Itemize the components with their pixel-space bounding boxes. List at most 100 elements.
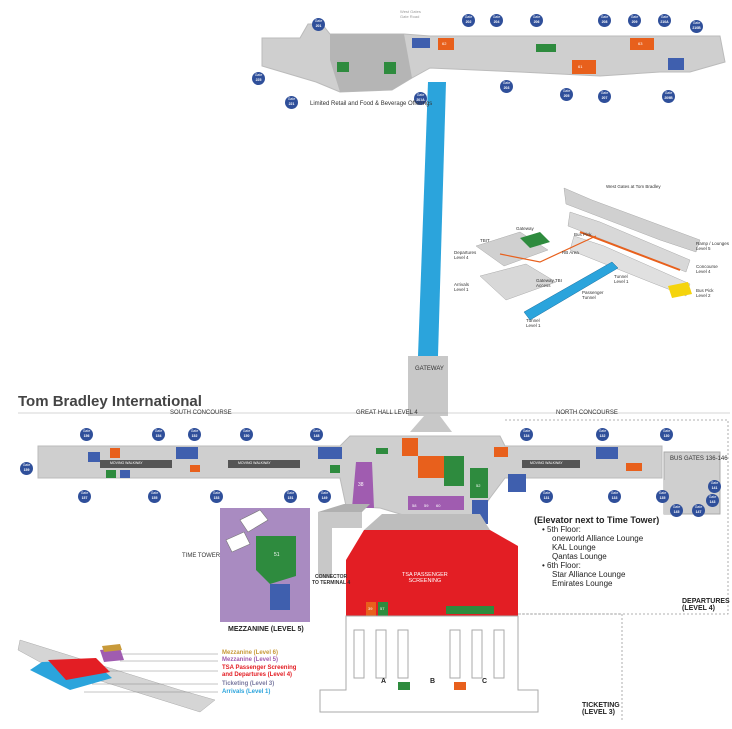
gate-badge-number: 150 <box>243 434 250 438</box>
inset-concourse: Concourse Level 4 <box>696 264 718 274</box>
gate-badge-number: 204 <box>493 20 500 24</box>
gate-badge-number: 141 <box>711 486 718 490</box>
gate-badge-prefix: Gate <box>82 429 91 433</box>
gate-badge-number: 159 <box>23 468 30 472</box>
inset-tunnel: Tunnel Level 1 <box>526 318 541 328</box>
gate-badge-number: 206 <box>533 20 540 24</box>
gate-badge-number: 209B <box>664 96 673 100</box>
north-concourse-label: NORTH CONCOURSE <box>556 410 618 416</box>
lounge-number: 38 <box>358 482 364 488</box>
lounge-number: 52 <box>476 483 481 488</box>
gate-badge-prefix: Gate <box>658 491 667 495</box>
inset-tbit: TBIT <box>480 238 490 243</box>
gate-badge-number: 148 <box>313 434 320 438</box>
gate-badge-prefix: Gate <box>610 491 619 495</box>
gate-badge-prefix: Gate <box>598 429 607 433</box>
main-concourse <box>37 435 663 533</box>
terminal-title: Tom Bradley International <box>18 393 202 410</box>
gate-badge-number: 201 <box>315 24 322 28</box>
departures-label: DEPARTURES (LEVEL 4) <box>682 598 730 612</box>
floor6-heading: 6th Floor: <box>534 561 714 570</box>
gate-badge-prefix: Gate <box>694 505 703 509</box>
ticketing-letter-c: C <box>482 678 488 685</box>
gate-badge-prefix: Gate <box>154 429 163 433</box>
gate-badge-prefix: Gate <box>710 481 719 485</box>
gate-badge-number: 157 <box>81 496 88 500</box>
gate-badge-prefix: Gate <box>212 491 221 495</box>
gate-badge-prefix: Gate <box>254 73 263 77</box>
mezzanine-label: MEZZANINE (LEVEL 5) <box>228 626 304 633</box>
gate-badge-prefix: Gate <box>522 429 531 433</box>
inset-tunnel2: Tunnel Level 1 <box>614 274 629 284</box>
gate-badge-prefix: Gate <box>542 491 551 495</box>
tsa-screening-area <box>346 530 518 616</box>
gate-badge-number: 145 <box>673 510 680 514</box>
gate-badge-prefix: Gate <box>314 19 323 23</box>
ticketing-area <box>319 615 539 713</box>
lounge-number: 60 <box>436 503 441 508</box>
gate-badge-number: 149 <box>321 496 328 500</box>
floor5-item: KAL Lounge <box>552 543 596 552</box>
legend-departures: and Departures (Level 4) <box>222 672 293 678</box>
gate-badge-prefix: Gate <box>492 15 501 19</box>
gate-badge-prefix: Gate <box>80 491 89 495</box>
lounge-number: 63 <box>638 41 643 46</box>
gate-badge-number: 153 <box>213 496 220 500</box>
floor5-item: oneworld Alliance Lounge <box>552 534 644 543</box>
gate-badge-number: 147 <box>695 510 702 514</box>
legend-mezz6: Mezzanine (Level 6) <box>222 650 279 656</box>
elevator-heading: (Elevator next to Time Tower) <box>534 515 660 525</box>
gate-badge-prefix: Gate <box>660 15 669 19</box>
floor6-item: Emirates Lounge <box>552 579 613 588</box>
moving-walkway-label: MOVING WALKWAY <box>530 461 563 465</box>
gate-badge-prefix: Gate <box>416 93 425 97</box>
great-hall-label: GREAT HALL LEVEL 4 <box>356 410 418 416</box>
bus-gates-label: BUS GATES 136-146 <box>670 456 728 462</box>
gate-badge-number: 133 <box>611 496 618 500</box>
gate-badge-prefix: Gate <box>150 491 159 495</box>
west-gates-caption: Limited Retail and Food & Beverage Offer… <box>310 101 433 107</box>
lounge-number: 61 <box>578 64 583 69</box>
gate-badge-number: 207 <box>601 96 608 100</box>
gate-badge-prefix: Gate <box>22 463 31 467</box>
ghost-label: Gate Road <box>400 14 420 19</box>
gateway-building <box>408 356 448 416</box>
gate-badge-number: 156 <box>83 434 90 438</box>
lounge-number: 57 <box>380 606 385 611</box>
south-concourse-label: SOUTH CONCOURSE <box>170 410 232 416</box>
lounge-number: 62 <box>442 41 447 46</box>
gate-badge-prefix: Gate <box>600 15 609 19</box>
gate-badge-prefix: Gate <box>242 429 251 433</box>
lounge-number: 51 <box>274 552 280 558</box>
gate-badge-prefix: Gate <box>464 15 473 19</box>
ghost-label: West Gates <box>400 9 421 14</box>
gate-badge-number: 155 <box>151 496 158 500</box>
gate-badge-number: 205 <box>563 94 570 98</box>
gate-badge-number: 202 <box>465 20 472 24</box>
floor6-item: Star Alliance Lounge <box>552 570 626 579</box>
gate-badge-number: 143 <box>709 500 716 504</box>
